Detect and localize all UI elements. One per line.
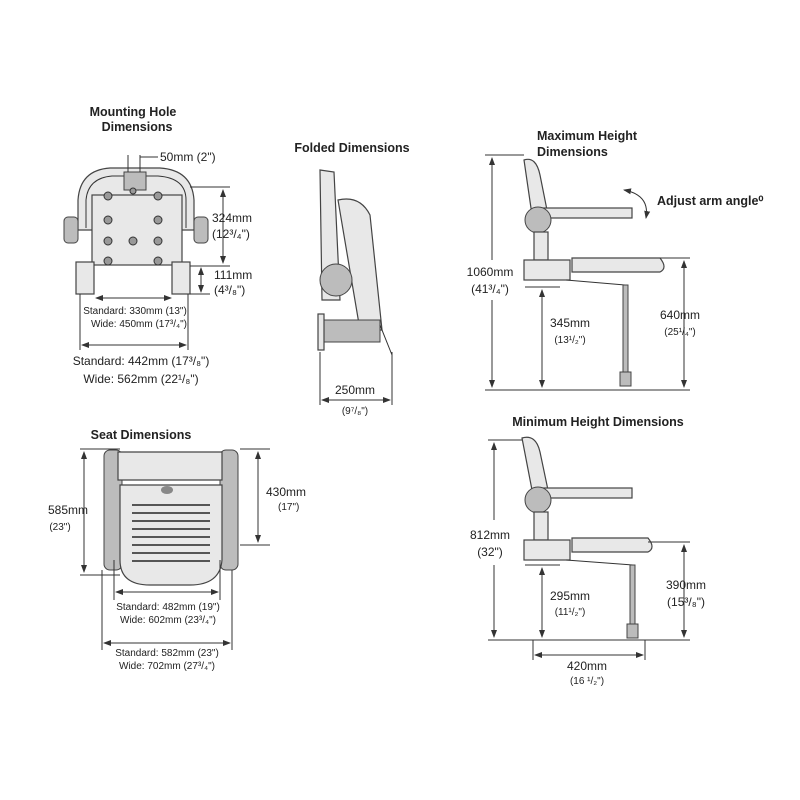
seat-section: Seat Dimensions 585mm (23") 430mm (17") … [48, 428, 306, 672]
max-height-title: Maximum Height [537, 129, 638, 143]
mounting-outer-standard: Standard: 442mm (17³/₈") [73, 354, 210, 368]
mounting-title: Mounting Hole [90, 105, 177, 119]
min-seat-drawing [521, 436, 653, 639]
seat-inner-depth-label: 430mm [266, 485, 306, 499]
seat-inner-standard: Standard: 482mm (19") [116, 602, 220, 613]
mounting-hole-section: Mounting Hole Dimensions 50mm (2") 324mm… [63, 105, 252, 386]
min-seat-height-inches: (15³/₈") [667, 595, 705, 609]
seat-depth-label: 585mm [48, 503, 88, 517]
min-depth-label: 420mm [567, 659, 607, 673]
min-height-section: Minimum Height Dimensions 812mm (32") 29… [470, 415, 706, 687]
min-under-seat-label: 295mm [550, 589, 590, 603]
mounting-gap-label: 50mm (2") [160, 150, 216, 164]
mounting-height-inches: (12³/₄") [212, 227, 250, 241]
adjust-arm-angle-label: Adjust arm angle⁰ [657, 194, 764, 208]
max-total-height-label: 1060mm [467, 265, 514, 279]
seat-title: Seat Dimensions [91, 428, 192, 442]
folded-section: Folded Dimensions 250mm (9⁷/₈") [294, 141, 409, 417]
max-seat-drawing [523, 158, 665, 387]
folded-depth-label: 250mm [335, 383, 375, 397]
back-plate-drawing [63, 167, 209, 295]
max-seat-height-inches: (25¹/₄") [664, 327, 696, 338]
mounting-inner-wide: Wide: 450mm (17³/₄") [91, 319, 187, 330]
min-total-height-label: 812mm [470, 528, 510, 542]
seat-inner-depth-inches: (17") [278, 502, 299, 513]
mounting-outer-wide: Wide: 562mm (22¹/₈") [83, 372, 198, 386]
folded-seat-drawing [317, 169, 393, 356]
max-under-seat-label: 345mm [550, 316, 590, 330]
max-total-height-inches: (41³/₄") [471, 282, 509, 296]
min-depth-inches: (16 ¹/₂") [570, 676, 604, 687]
max-height-title-2: Dimensions [537, 145, 608, 159]
seat-inner-wide: Wide: 602mm (23³/₄") [120, 615, 216, 626]
folded-title: Folded Dimensions [294, 141, 409, 155]
max-under-seat-inches: (13¹/₂") [554, 335, 585, 346]
mounting-foot-inches: (4³/₈") [214, 283, 245, 297]
mounting-foot-label: 111mm [214, 268, 252, 282]
seat-top-drawing [103, 449, 239, 586]
mounting-inner-standard: Standard: 330mm (13") [83, 306, 187, 317]
min-under-seat-inches: (11¹/₂") [555, 607, 586, 618]
seat-depth-inches: (23") [49, 522, 70, 533]
seat-outer-wide: Wide: 702mm (27³/₄") [119, 661, 215, 672]
min-height-title: Minimum Height Dimensions [512, 415, 684, 429]
folded-depth-inches: (9⁷/₈") [342, 406, 368, 417]
max-seat-height-label: 640mm [660, 308, 700, 322]
mounting-height-label: 324mm [212, 211, 252, 225]
mounting-title-2: Dimensions [102, 120, 173, 134]
seat-outer-standard: Standard: 582mm (23") [115, 648, 219, 659]
max-height-section: Maximum Height Dimensions Adjust arm ang… [467, 129, 764, 391]
min-seat-height-label: 390mm [666, 578, 706, 592]
min-total-height-inches: (32") [477, 545, 503, 559]
